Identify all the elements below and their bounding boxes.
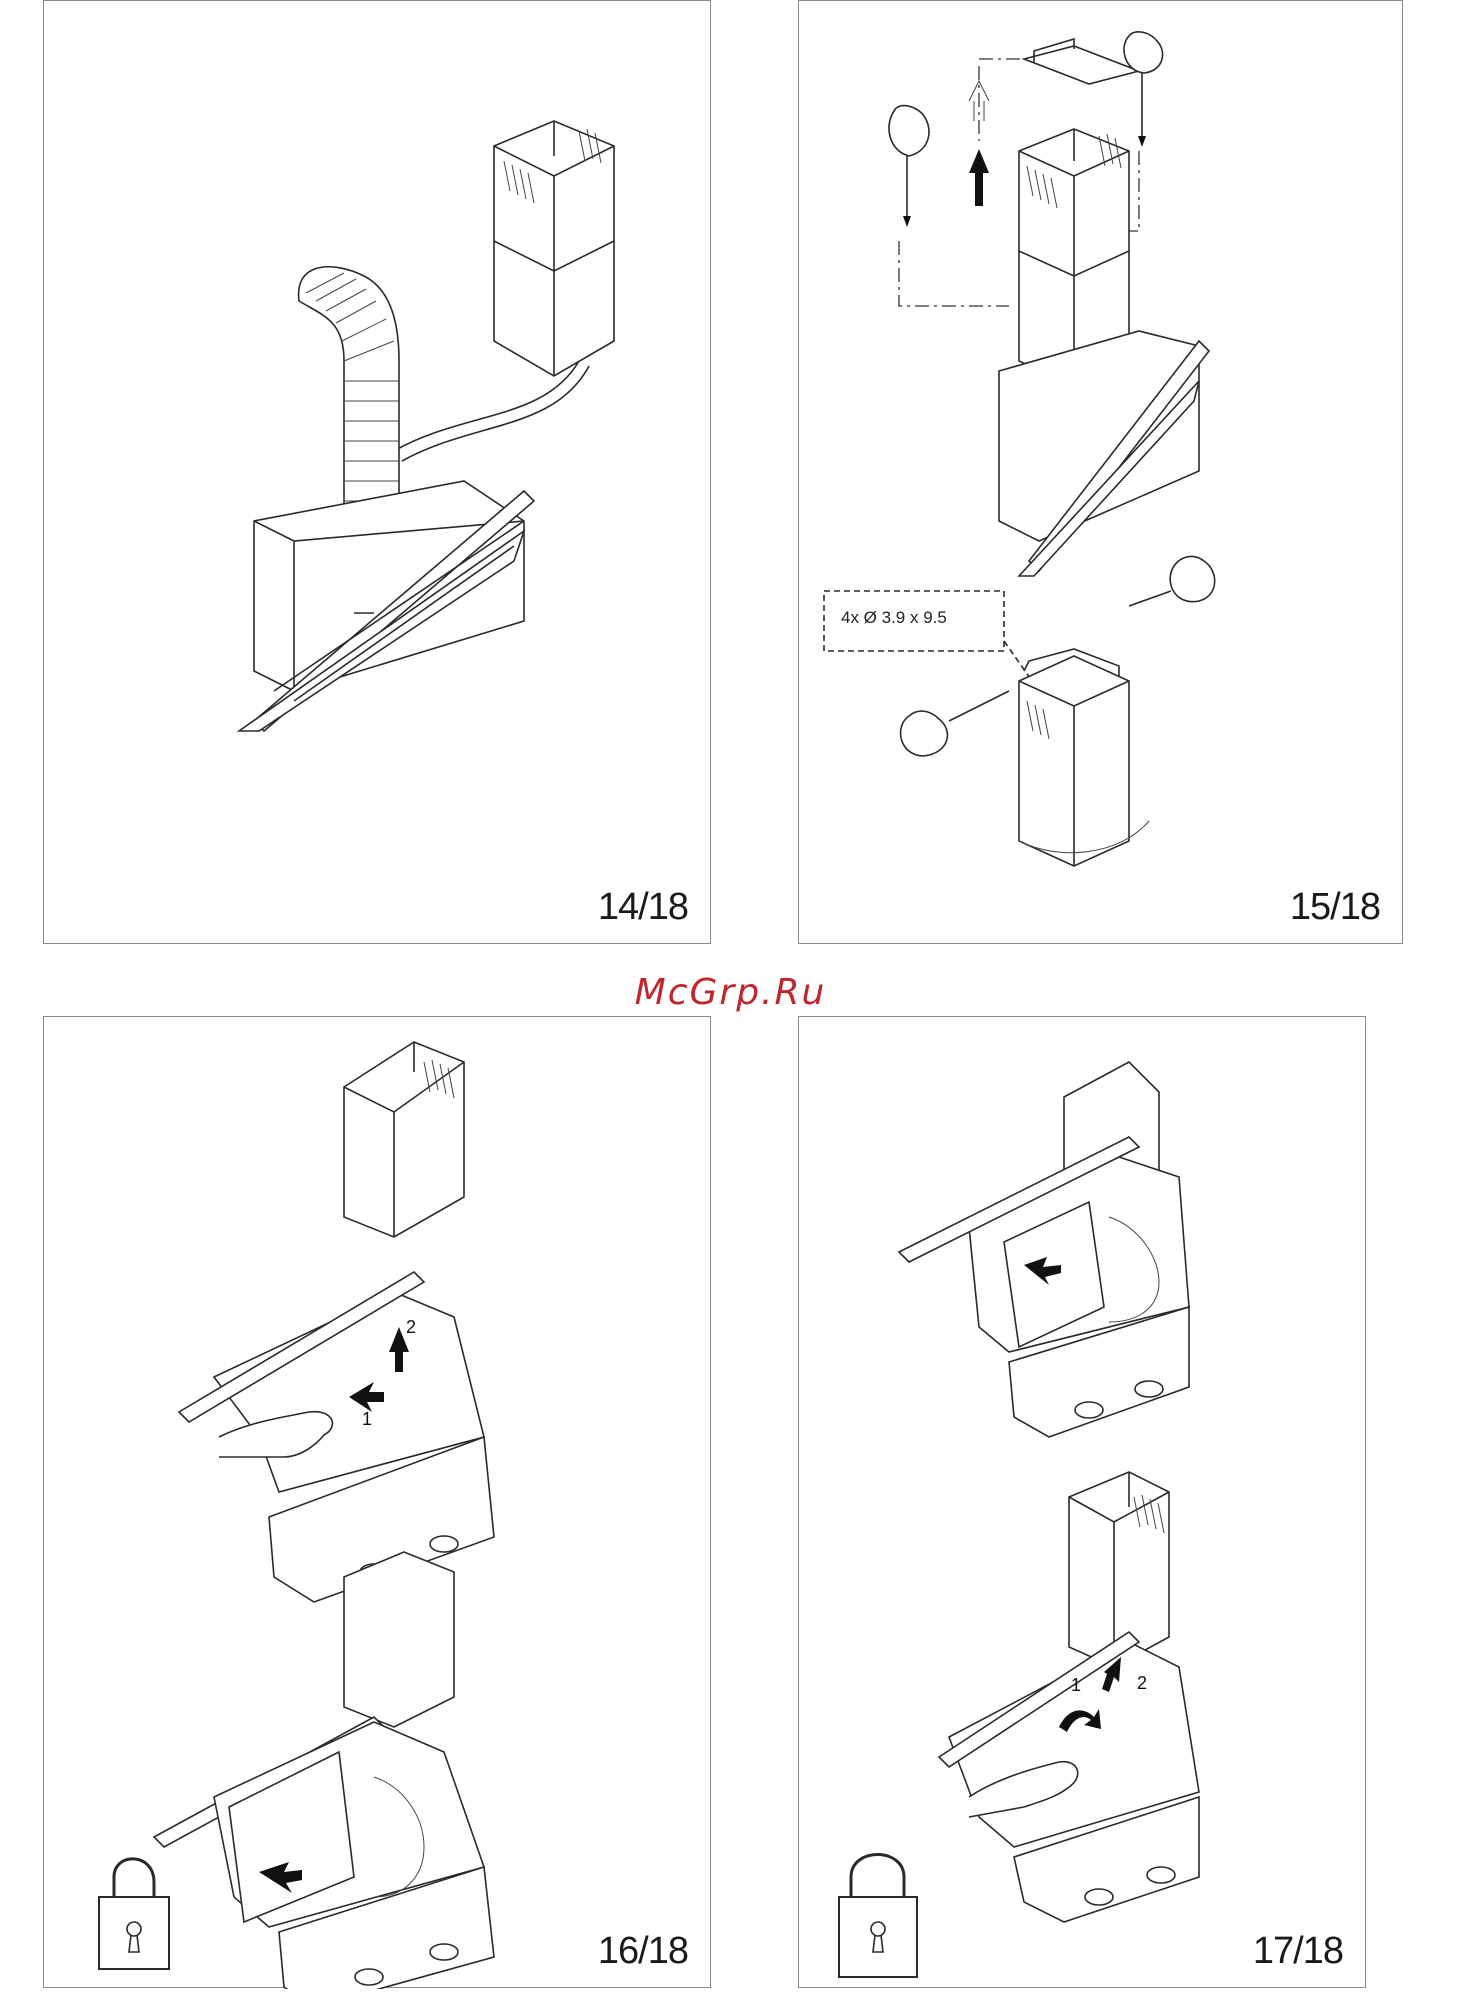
step-label-2: 2 (1137, 1673, 1147, 1694)
panel-step-14: 14/18 (43, 0, 711, 944)
step-number-14: 14/18 (598, 886, 688, 929)
illustration-duct-and-chimney (44, 1, 712, 945)
step-label-1: 1 (1071, 1675, 1081, 1696)
step-number-16: 16/18 (598, 1930, 688, 1973)
panel-step-16: 1 2 16/18 (43, 1016, 711, 1988)
panel-step-15: 4x Ø 3.9 x 9.5 15/18 (798, 0, 1403, 944)
step-label-2: 2 (406, 1317, 416, 1338)
unlock-icon (99, 1859, 169, 1969)
step-number-15: 15/18 (1290, 886, 1380, 929)
step-number-17: 17/18 (1253, 1930, 1343, 1973)
illustration-filter-installation (799, 1017, 1367, 1989)
panel-step-17: 1 2 17/18 (798, 1016, 1366, 1988)
illustration-filter-removal (44, 1017, 712, 1989)
step-label-1: 1 (362, 1409, 372, 1430)
watermark: McGrp.Ru (0, 972, 1461, 1013)
illustration-chimney-fixing (799, 1, 1404, 945)
screw-spec-label: 4x Ø 3.9 x 9.5 (841, 608, 947, 628)
lock-icon (839, 1855, 917, 1978)
